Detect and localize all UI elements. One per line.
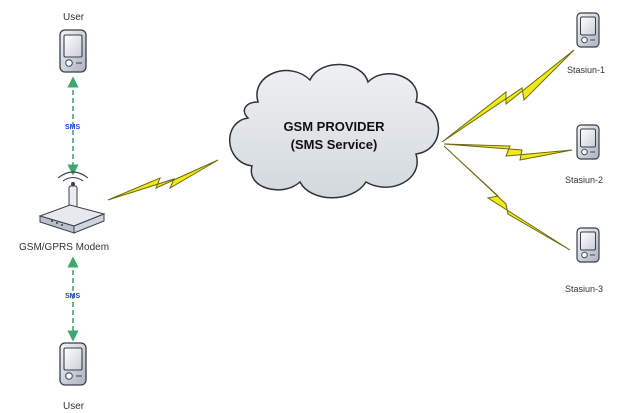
station-1-label: Stasiun-1 bbox=[567, 65, 606, 75]
sms-bottom-label: SMS bbox=[65, 293, 81, 300]
wireless-link-provider-station-2 bbox=[443, 143, 573, 161]
station-2-device-icon bbox=[576, 124, 600, 160]
provider-subtitle: (SMS Service) bbox=[290, 137, 378, 152]
user-bottom-label: User bbox=[63, 401, 85, 412]
wireless-link-modem-provider bbox=[107, 159, 219, 201]
user-device-bottom-icon bbox=[59, 342, 87, 386]
station-3-label: Stasiun-3 bbox=[565, 284, 604, 294]
user-top-label: User bbox=[63, 12, 85, 23]
modem-label: GSM/GPRS Modem bbox=[19, 242, 110, 253]
wireless-link-provider-station-3 bbox=[443, 145, 571, 251]
station-2-label: Stasiun-2 bbox=[565, 175, 604, 185]
sms-top-label: SMS bbox=[65, 124, 81, 131]
station-1-device-icon bbox=[576, 12, 600, 48]
wireless-link-provider-station-1 bbox=[441, 49, 575, 143]
user-device-top-icon bbox=[59, 29, 87, 73]
station-3-device-icon bbox=[576, 227, 600, 263]
gsm-provider-cloud bbox=[229, 63, 440, 199]
gsm-modem-icon bbox=[38, 171, 106, 234]
provider-title: GSM PROVIDER bbox=[283, 119, 385, 134]
